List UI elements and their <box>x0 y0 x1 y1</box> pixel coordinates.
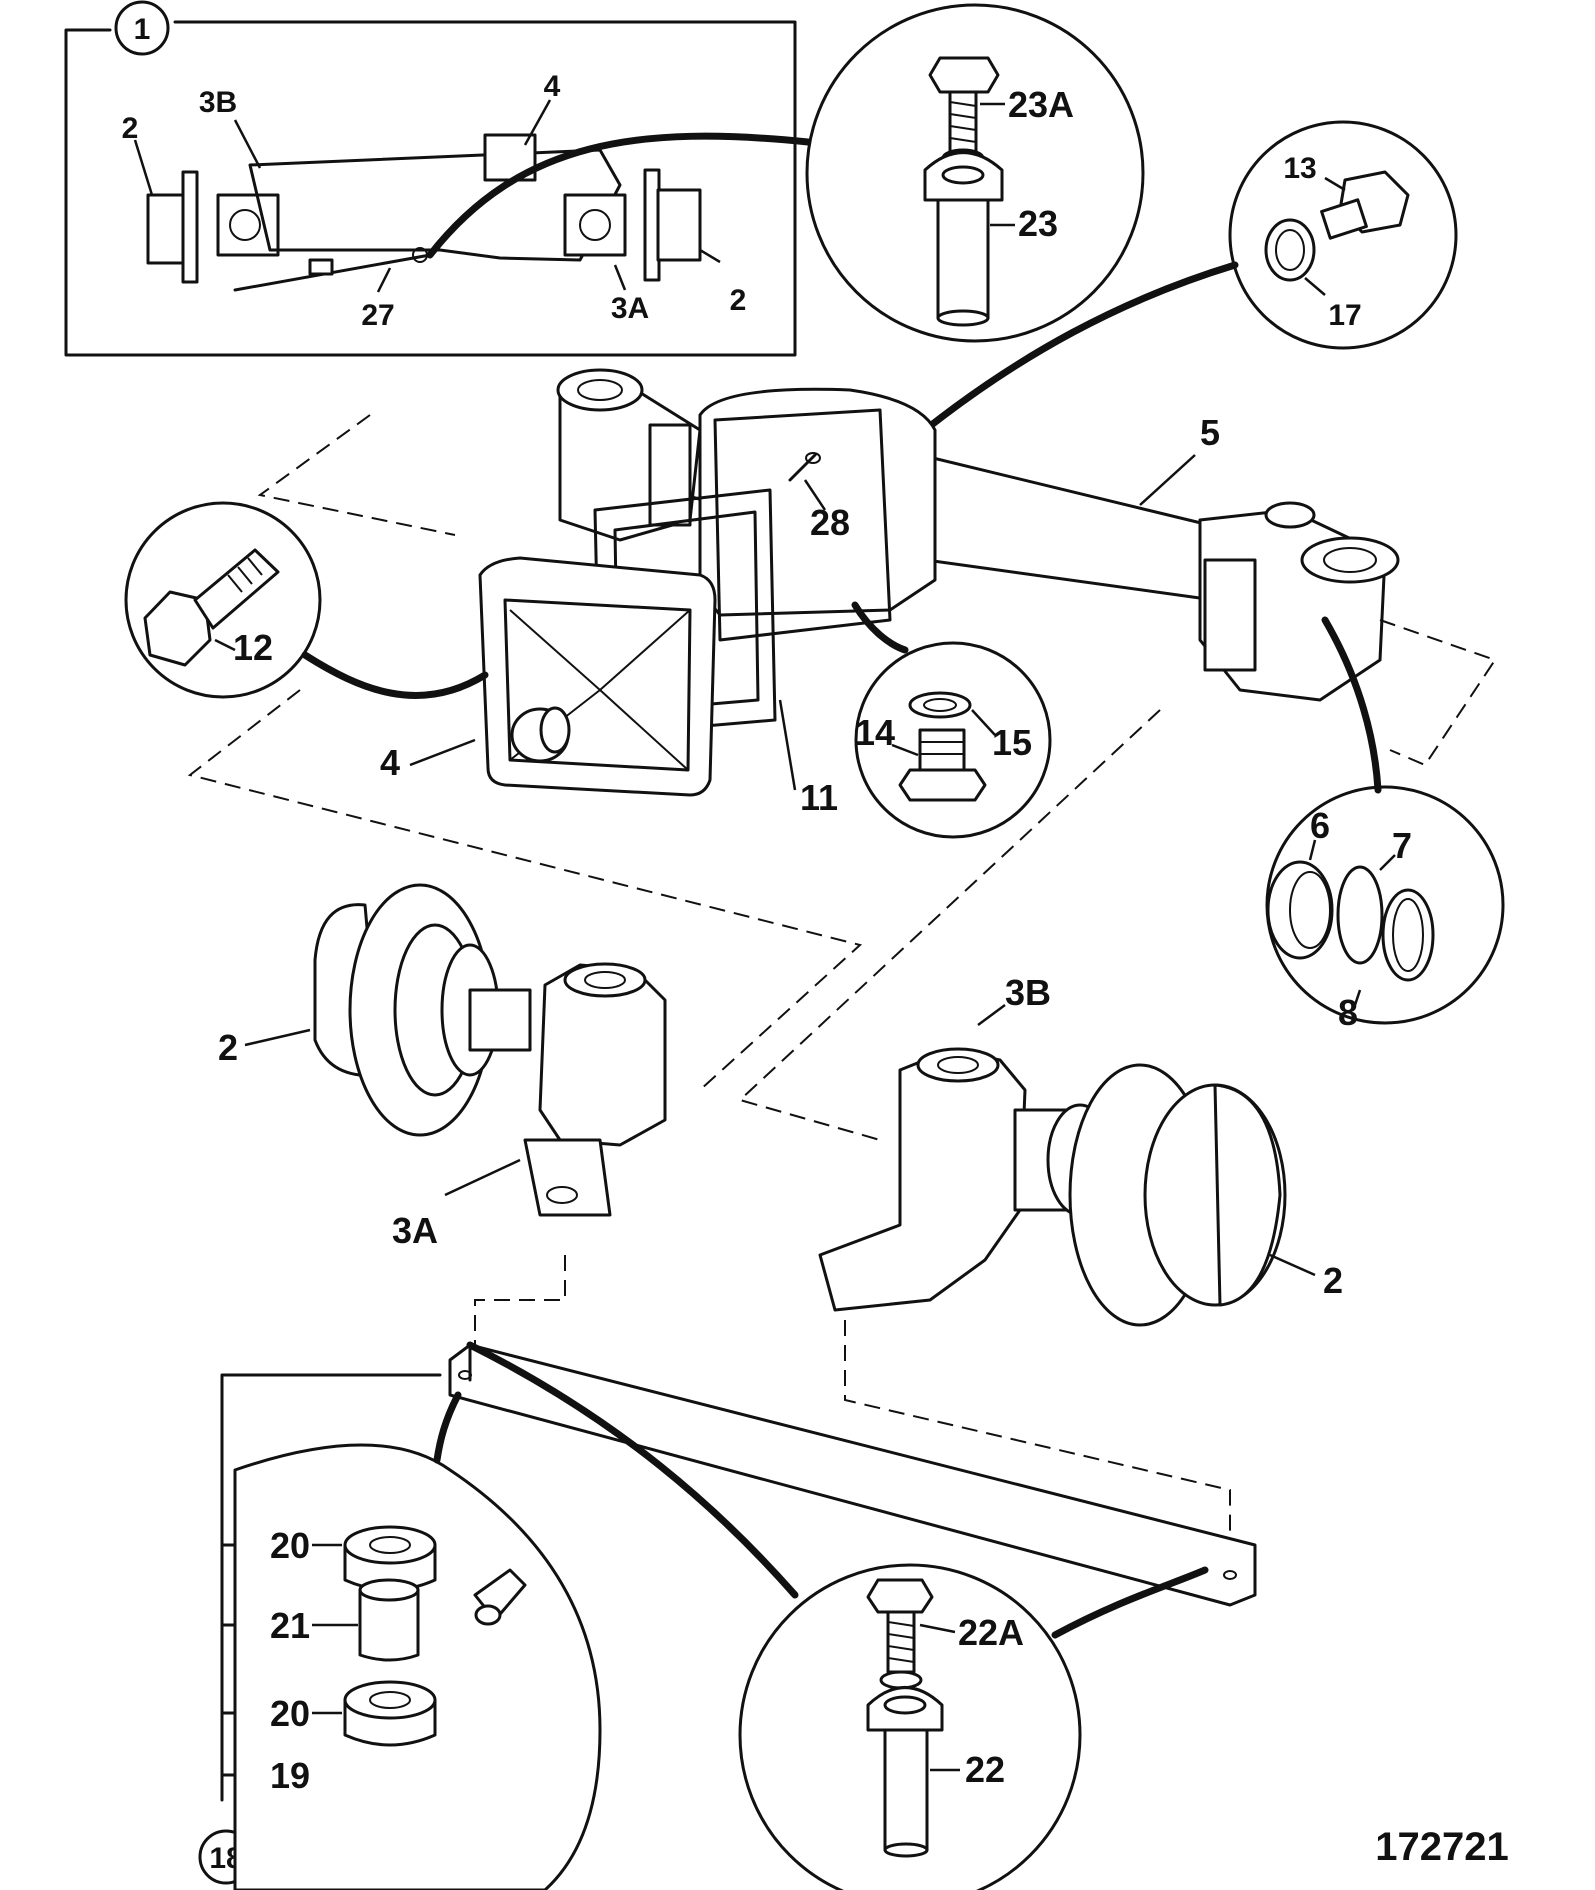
dash-to-beam-right <box>844 1320 1231 1565</box>
dash-boundary-4 <box>1379 619 1497 767</box>
label-2-right: 2 <box>1323 1260 1343 1301</box>
left-hub-and-swivel: 2 3A <box>218 883 667 1251</box>
detail-circle-bolt-12: 12 <box>124 501 322 699</box>
detail-circle-bushes: 20 21 20 19 <box>233 1443 602 1890</box>
label-14: 14 <box>855 712 895 753</box>
inset-axle-drawing <box>146 133 702 292</box>
axle-housing: 28 5 <box>556 368 1400 737</box>
label-7: 7 <box>1392 825 1412 866</box>
connector-plug-13 <box>921 261 1239 434</box>
label-17: 17 <box>1328 299 1361 332</box>
connector-pin-22-right <box>1051 1566 1209 1639</box>
inset-label-2-left: 2 <box>122 112 139 145</box>
differential-carrier: 4 11 <box>380 556 838 818</box>
label-22a: 22A <box>958 1612 1024 1653</box>
connector-bearing <box>1321 616 1382 794</box>
label-2-left: 2 <box>218 1027 238 1068</box>
dash-boundary-2 <box>187 689 863 1091</box>
detail-circle-drain-plug: 13 17 <box>1228 120 1458 350</box>
label-3a: 3A <box>392 1210 438 1251</box>
callout-1-circle <box>114 0 170 56</box>
trunnion-beam <box>448 1343 1257 1607</box>
detail-circle-pivot-pin-top: 23A 23 <box>805 3 1145 343</box>
detail-circle-pivot-pin-bottom: 22A 22 <box>738 1563 1082 1890</box>
label-4: 4 <box>380 742 400 783</box>
connector-bushes <box>433 1391 462 1464</box>
label-21: 21 <box>270 1605 310 1646</box>
label-11: 11 <box>800 777 838 818</box>
label-19: 19 <box>270 1755 310 1796</box>
label-5: 5 <box>1200 412 1220 453</box>
figure-number: 172721 <box>1375 1825 1508 1869</box>
dash-to-beam-left <box>474 1255 566 1350</box>
label-23a: 23A <box>1008 84 1074 125</box>
inset-label-27: 27 <box>361 299 394 332</box>
inset-label-4: 4 <box>544 70 561 103</box>
assembly-inset: 1 2 3B 4 27 3A 2 <box>64 0 797 357</box>
detail-circle-plug-14: 14 15 <box>854 641 1052 839</box>
label-8: 8 <box>1338 992 1358 1033</box>
label-12: 12 <box>233 627 273 668</box>
callout-1: 1 <box>134 13 151 46</box>
inset-label-3b: 3B <box>199 86 237 119</box>
inset-label-3a: 3A <box>611 292 649 325</box>
dash-boundary-1 <box>257 414 456 536</box>
label-20-top: 20 <box>270 1525 310 1566</box>
label-23: 23 <box>1018 203 1058 244</box>
connector-pin-22-left <box>466 1341 799 1599</box>
label-15: 15 <box>992 722 1032 763</box>
label-6: 6 <box>1310 805 1330 846</box>
label-22: 22 <box>965 1749 1005 1790</box>
inset-label-2-right: 2 <box>730 284 747 317</box>
label-13: 13 <box>1283 152 1316 185</box>
connector-inset-to-23 <box>426 132 812 259</box>
label-28: 28 <box>810 502 850 543</box>
label-20-bottom: 20 <box>270 1693 310 1734</box>
label-3b: 3B <box>1005 972 1051 1013</box>
connector-plug-14 <box>851 601 909 654</box>
connector-bolt-12 <box>301 651 489 699</box>
right-swivel-and-hub: 3B 2 <box>818 972 1343 1327</box>
detail-circle-bearing: 6 7 8 <box>1265 785 1505 1033</box>
